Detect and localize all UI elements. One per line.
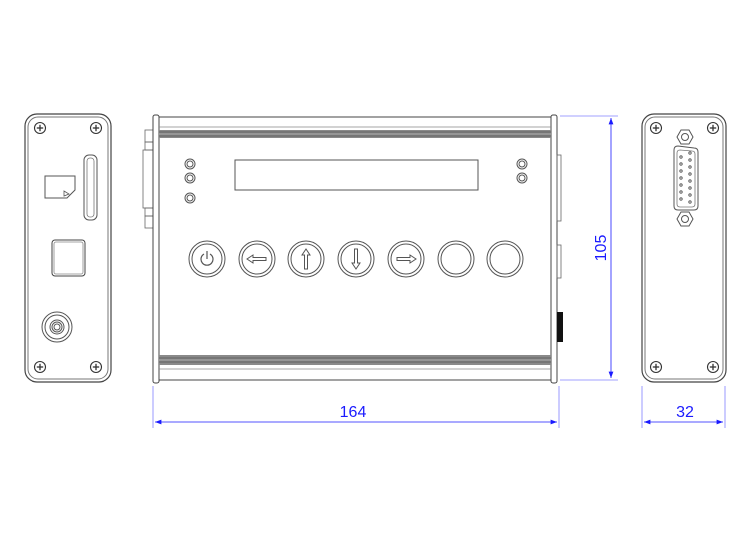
led-icon (516, 172, 528, 184)
extrusion-ribs-bottom (159, 355, 551, 365)
hex-standoff-icon (676, 211, 694, 227)
left-side-view (24, 113, 112, 383)
db15-connector (673, 145, 699, 211)
screw-icon (89, 121, 103, 135)
dimension-depth: 32 (641, 386, 726, 428)
keypad-buttons (188, 240, 524, 278)
led-icon (516, 158, 528, 170)
extrusion-ribs-top (159, 130, 551, 138)
up-button (287, 240, 325, 278)
screw-icon (706, 360, 720, 374)
right-button (387, 240, 425, 278)
side-switch (557, 312, 563, 342)
screw-icon (33, 360, 47, 374)
square-button (51, 239, 86, 277)
down-button (337, 240, 375, 278)
power-icon (200, 253, 214, 266)
dimension-height-label: 105 (593, 235, 610, 262)
dimension-width: 164 (152, 386, 560, 428)
card-slot (83, 154, 98, 221)
screw-icon (649, 121, 663, 135)
lcd-display-window (234, 159, 479, 191)
front-view (142, 114, 563, 384)
right-side-view (641, 113, 727, 383)
left-button (238, 240, 276, 278)
dimension-depth-label: 32 (676, 404, 694, 421)
screw-icon (649, 360, 663, 374)
dimension-width-label: 164 (340, 404, 367, 421)
led-icon (184, 158, 196, 170)
left-indicator-leds (184, 158, 196, 204)
screw-icon (33, 121, 47, 135)
arrow-down-icon (351, 248, 361, 270)
dimension-height: 105 (560, 115, 618, 381)
screw-icon (706, 121, 720, 135)
power-button (188, 240, 226, 278)
blank-button (437, 240, 475, 278)
arrow-up-icon (301, 248, 311, 270)
led-icon (184, 192, 196, 204)
screw-icon (89, 360, 103, 374)
right-indicator-leds (516, 158, 528, 184)
sd-card-icon (44, 175, 76, 199)
coaxial-jack (41, 311, 73, 343)
arrow-left-icon (246, 254, 267, 264)
hex-standoff-icon (676, 129, 694, 145)
led-icon (184, 172, 196, 184)
arrow-right-icon (396, 254, 417, 264)
left-side-connector (142, 129, 154, 229)
blank-button (486, 240, 524, 278)
